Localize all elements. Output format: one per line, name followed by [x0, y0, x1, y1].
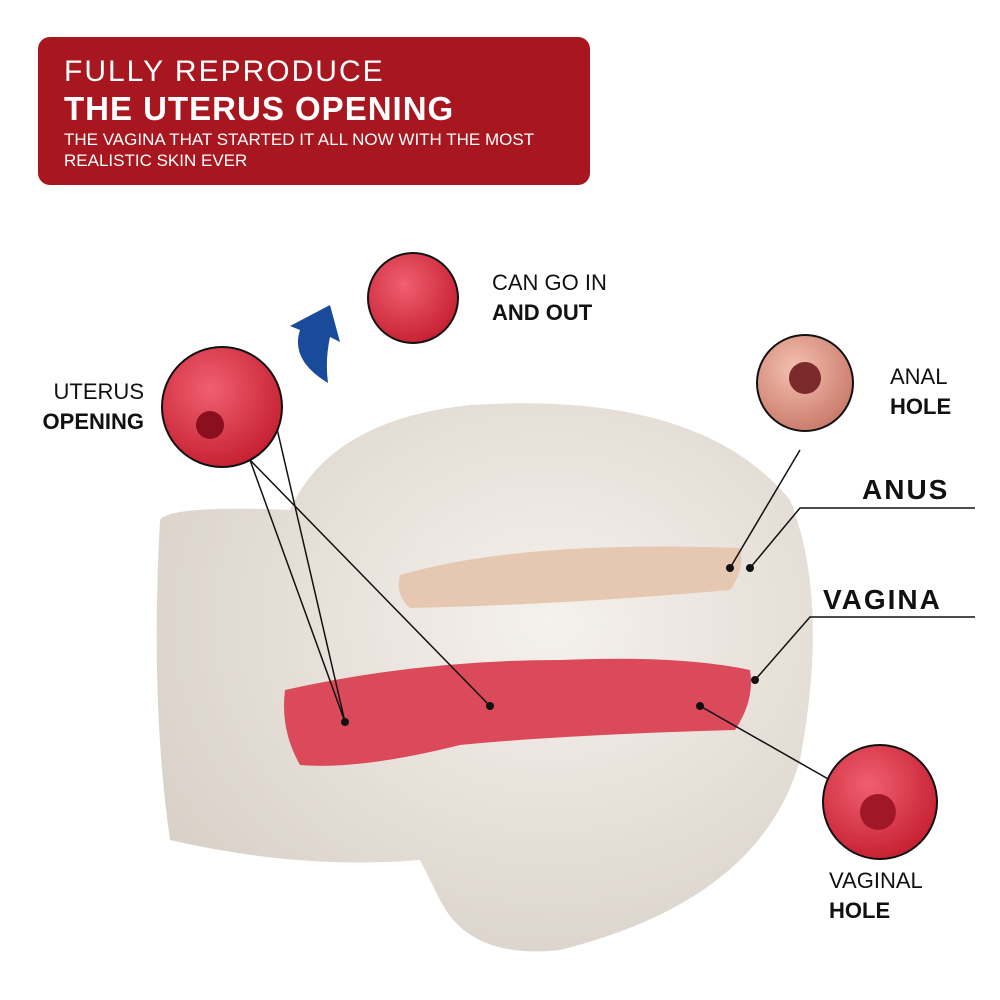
label-can-go-in-out: CAN GO IN AND OUT [492, 268, 607, 328]
banner-title: THE UTERUS OPENING [64, 90, 455, 127]
vagina-channel [284, 658, 751, 766]
banner-subtitle: THE VAGINA THAT STARTED IT ALL NOW WITH … [64, 130, 534, 170]
label-line: CAN GO IN [492, 270, 607, 295]
label-anal-hole: ANAL HOLE [890, 362, 951, 422]
label-anus: ANUS [862, 474, 950, 505]
label-line-bold: HOLE [890, 394, 952, 419]
label-line: VAGINAL [829, 868, 923, 893]
banner-line1: FULLY REPRODUCE [64, 55, 385, 88]
label-vagina: VAGINA [823, 584, 942, 615]
label-uterus-opening: UTERUS OPENING [22, 377, 144, 437]
uterus-opening-closeup [161, 346, 283, 468]
in-out-closeup [367, 252, 459, 344]
label-line: UTERUS [53, 379, 144, 404]
label-vaginal-hole: VAGINAL HOLE [829, 866, 923, 926]
headline-banner: FULLY REPRODUCE THE UTERUS OPENING THE V… [38, 37, 590, 185]
label-line-bold: HOLE [829, 898, 891, 923]
label-line: ANAL [890, 364, 948, 389]
curved-arrow-icon [290, 305, 340, 383]
label-line-bold: OPENING [42, 409, 144, 434]
label-line-bold: AND OUT [492, 300, 593, 325]
anus-channel [398, 546, 742, 608]
